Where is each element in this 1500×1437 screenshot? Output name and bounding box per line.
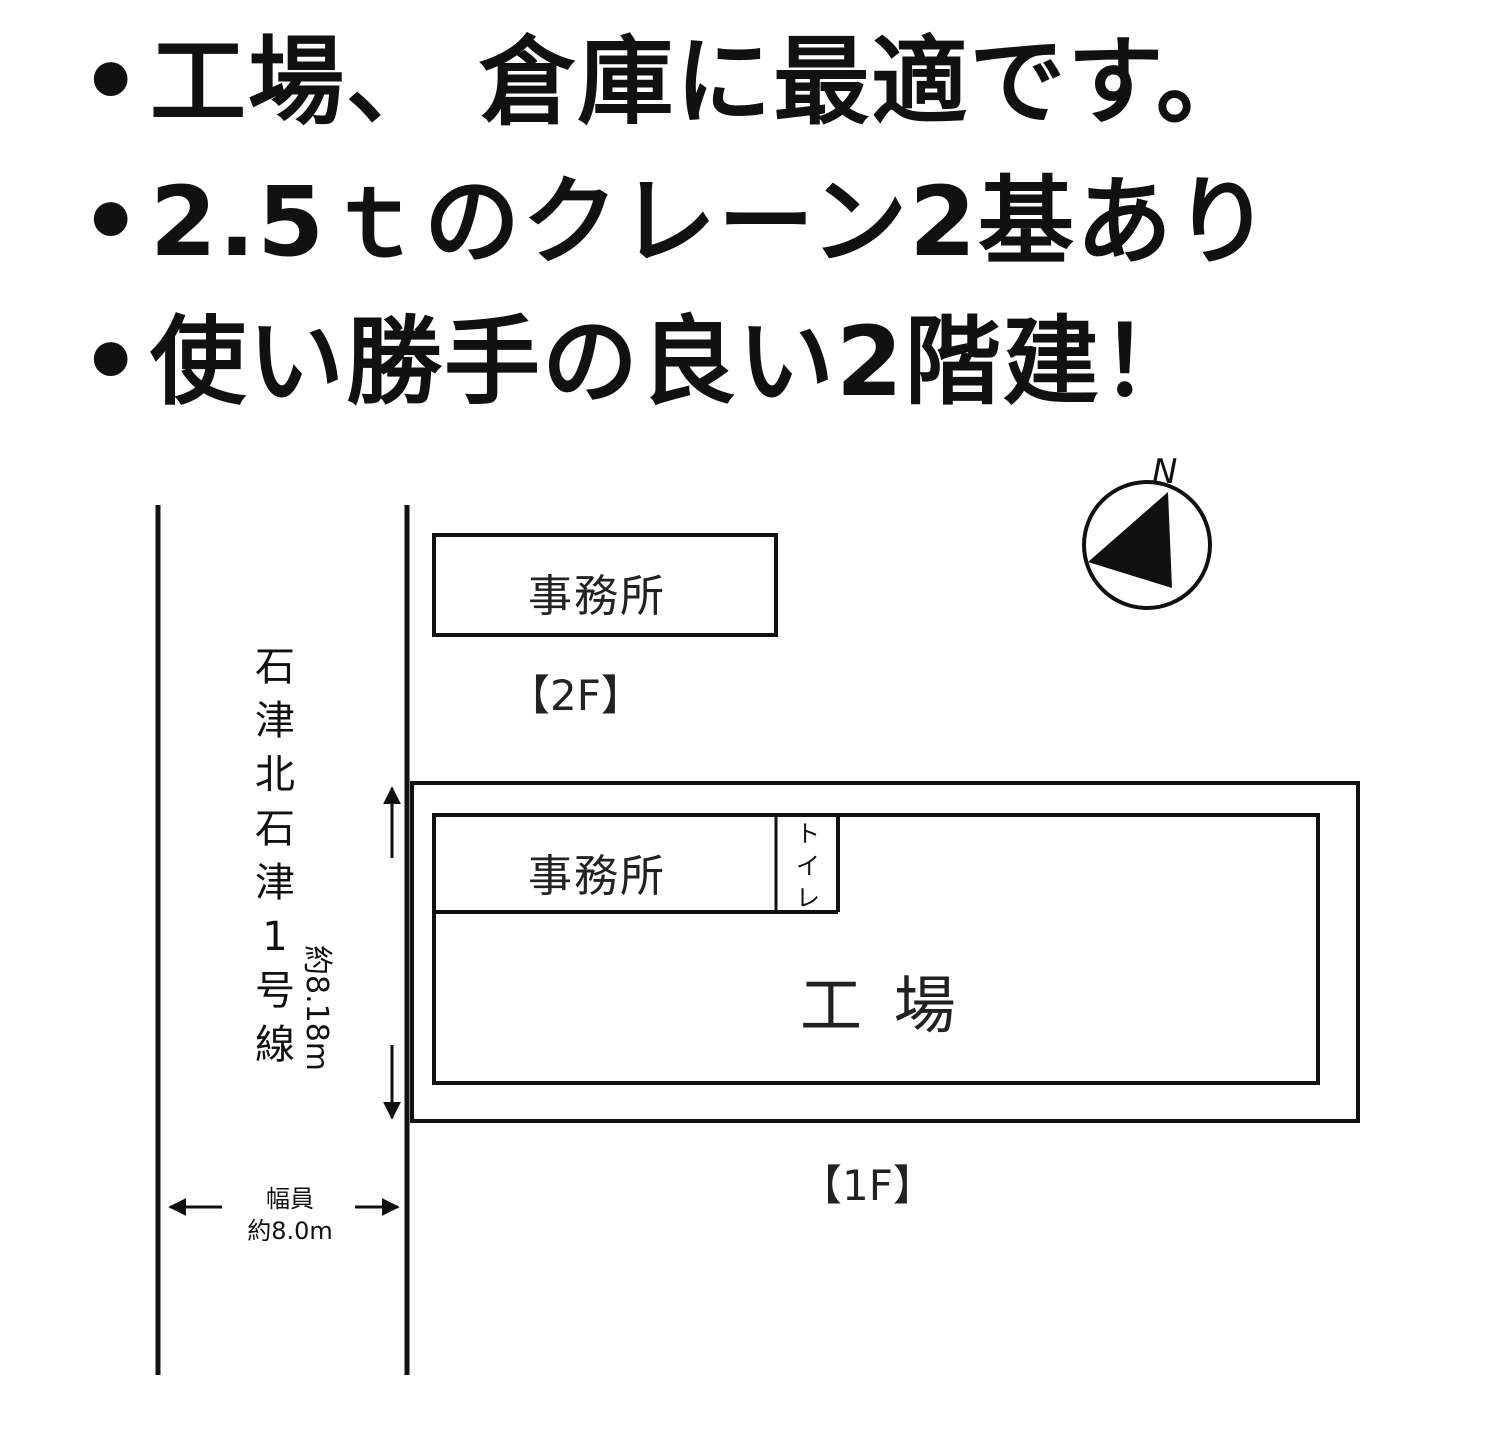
road-name-char: 石	[255, 644, 295, 690]
floor1-site-boundary	[410, 781, 1360, 1123]
bullet-icon: •	[80, 166, 144, 278]
toilet-char: レ	[796, 884, 820, 912]
bullet-icon: •	[80, 26, 144, 138]
headline-list: •工場、 倉庫に最適です。 •2.5ｔのクレーン2基あり •使い勝手の良い2階建…	[80, 12, 1480, 432]
floor1-label: 【1F】	[800, 1161, 935, 1210]
floor2-office-box	[432, 533, 778, 637]
factory-label: 工 場	[800, 969, 962, 1042]
floor1-building	[432, 813, 1320, 1085]
toilet-label: ト イ レ	[782, 818, 834, 914]
road-width-label: 幅員 約8.0m	[230, 1183, 350, 1247]
road-name-char: 津	[255, 698, 295, 744]
toilet-char: イ	[796, 852, 820, 880]
north-label: N	[1152, 452, 1178, 492]
road-name-char: 石	[255, 806, 295, 852]
floor2-label: 【2F】	[508, 671, 643, 720]
road-name-char: 線	[255, 1022, 295, 1068]
headline-line-2: •2.5ｔのクレーン2基あり	[80, 152, 1480, 292]
road-name-char: 号	[255, 968, 295, 1014]
road-name-label: 石 津 北 石 津 1 号 線	[250, 640, 300, 1072]
road-name-char: 北	[255, 752, 295, 798]
headline-text-3: 使い勝手の良い2階建！	[150, 306, 1199, 418]
north-arrow-icon	[1082, 480, 1212, 610]
headline-line-1: •工場、 倉庫に最適です。	[80, 12, 1480, 152]
headline-text-2: 2.5ｔのクレーン2基あり	[150, 166, 1273, 278]
toilet-char: ト	[796, 820, 820, 848]
road-name-char: 1	[262, 914, 288, 960]
headline-text-1: 工場、 倉庫に最適です。	[150, 26, 1254, 138]
floor1-office-label: 事務所	[528, 851, 666, 902]
headline-line-3: •使い勝手の良い2階建！	[80, 292, 1480, 432]
floor2-office-label: 事務所	[528, 571, 666, 622]
road-width-caption: 幅員	[266, 1185, 314, 1213]
bullet-icon: •	[80, 306, 144, 418]
road-width-value: 約8.0m	[247, 1217, 333, 1245]
road-name-char: 津	[255, 860, 295, 906]
depth-dimension-label: 約8.18m	[299, 945, 334, 1072]
